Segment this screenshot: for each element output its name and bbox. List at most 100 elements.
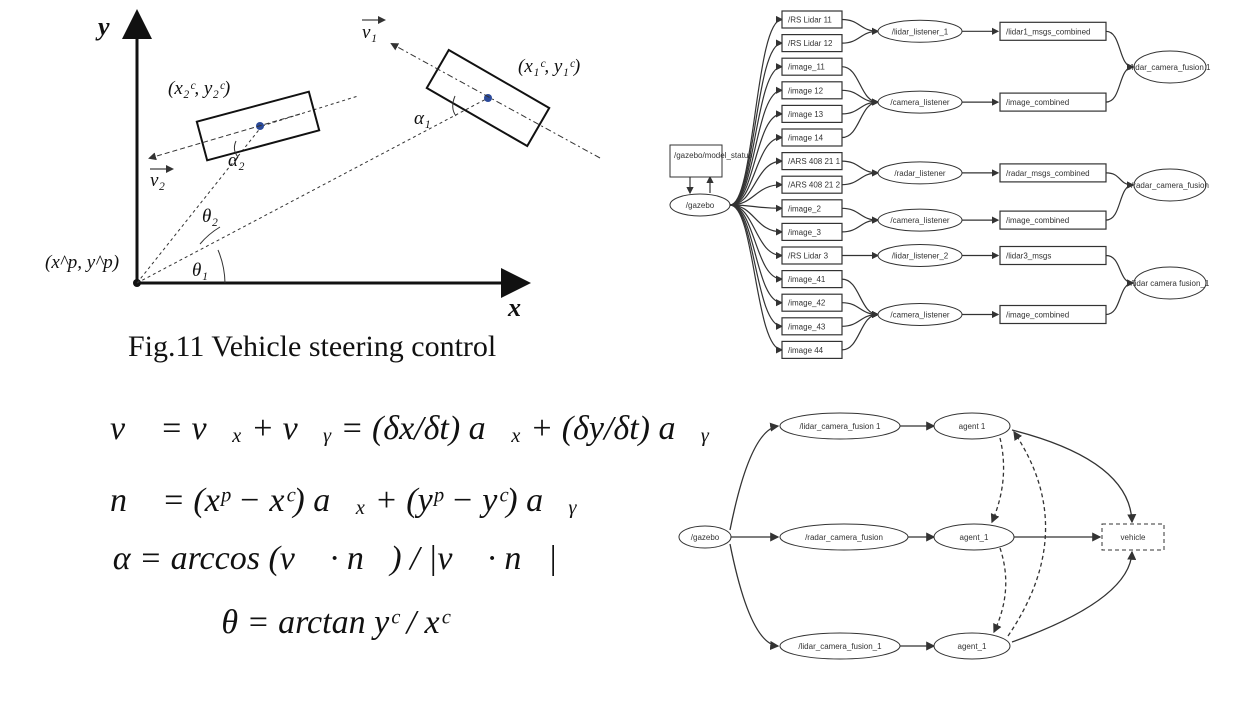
topic-node	[781, 222, 843, 241]
topic-node-label: /image_2	[788, 204, 821, 213]
vehicle-node	[1101, 523, 1165, 551]
agent-node-3	[933, 632, 1011, 660]
equation-velocity: v⃗ = v⃗ₓ + v⃗ᵧ = (δx/δt) a⃗ₓ + (δy/δt) a…	[110, 410, 710, 447]
topic-node-label: /RS Lidar 12	[788, 39, 833, 48]
listener-node	[877, 161, 963, 185]
gazebo-node-label: /gazebo	[686, 201, 715, 210]
gazebo-node	[669, 193, 731, 217]
agent-node-3-label: agent_1	[958, 642, 987, 651]
gazebo-node-2-label: /gazebo	[691, 533, 720, 542]
origin-label: (x^p, y^p)	[45, 252, 119, 273]
fusion-node	[1133, 50, 1207, 84]
combined-node	[999, 163, 1107, 183]
combined-node-label: /lidar3_msgs	[1006, 252, 1051, 261]
theta1-arc	[217, 249, 226, 284]
alpha1-label: α₁	[414, 108, 431, 129]
theta1-label: θ₁	[192, 260, 208, 281]
figure-caption: Fig.11 Vehicle steering control	[128, 330, 497, 363]
fusion-node-2	[779, 523, 909, 551]
fusion-node-2-label: /radar_camera_fusion	[805, 533, 883, 542]
fusion-node-1-label: /lidar_camera_fusion 1	[800, 422, 881, 431]
topic-node-label: /image_11	[788, 63, 825, 72]
topic-node-label: /image_41	[788, 275, 826, 284]
topic-node	[781, 57, 843, 76]
theta2-arc	[199, 226, 221, 245]
fusion-node-label: /lidar_camera_fusion 1	[1130, 63, 1211, 72]
agent-node-1-label: agent 1	[959, 422, 986, 431]
listener-node-label: /camera_listener	[890, 311, 949, 320]
topic-node-label: /image_43	[788, 322, 826, 331]
line-v2-to-v1	[261, 95, 359, 127]
combined-node-label: /radar_msgs_combined	[1006, 169, 1090, 178]
fusion-node-1	[779, 412, 901, 440]
fusion-node-label: /radar_camera_fusion	[1131, 181, 1209, 190]
alpha2-label: α₂	[228, 150, 245, 171]
combined-node	[999, 245, 1107, 266]
agent-node-2-label: agent_1	[960, 533, 989, 542]
topic-node-label: /image 14	[788, 134, 824, 143]
ros-graph-agents: /gazebo /lidar_camera_fusion 1 /radar_ca…	[678, 412, 1165, 660]
y-axis-label: y	[95, 12, 110, 41]
line-to-vehicle1	[136, 97, 489, 284]
vehicle2-body	[195, 90, 321, 162]
topic-node	[781, 340, 843, 359]
vehicle-node-label: vehicle	[1121, 533, 1146, 542]
fusion-node-label: /lidar camera fusion_1	[1131, 279, 1210, 288]
fusion-node-3-label: /lidar_camera_fusion_1	[798, 642, 882, 651]
listener-node-label: /lidar_listener_1	[892, 27, 949, 36]
topic-node	[781, 34, 843, 53]
equation-normal: n⃗ = (xᵖ − xᶜ) a⃗ₓ + (yᵖ − yᶜ) a⃗ᵧ	[110, 482, 578, 519]
equations: v⃗ = v⃗ₓ + v⃗ᵧ = (δx/δt) a⃗ₓ + (δy/δt) a…	[110, 390, 710, 680]
agent-node-1	[933, 412, 1011, 440]
topic-node-label: /image 13	[788, 110, 824, 119]
combined-node-label: /image_combined	[1006, 98, 1069, 107]
combined-node	[999, 210, 1107, 230]
listener-node	[877, 244, 963, 267]
topic-node	[781, 81, 843, 100]
topic-node-label: /image 12	[788, 86, 824, 95]
topic-node	[781, 10, 843, 29]
theta2-label: θ₂	[202, 206, 218, 227]
listener-node	[877, 208, 963, 232]
fusion-node	[1133, 168, 1207, 202]
combined-node-label: /image_combined	[1006, 311, 1069, 320]
vehicle1-velocity-arrow	[390, 43, 601, 159]
listener-node	[877, 19, 963, 43]
topic-node-label: /image 44	[788, 346, 824, 355]
gazebo-node-2	[678, 525, 732, 549]
listener-node-label: /camera_listener	[890, 98, 949, 107]
agent-node-2	[933, 523, 1015, 551]
topic-node-label: /image_3	[788, 228, 821, 237]
topic-node	[781, 128, 843, 147]
topic-node	[781, 175, 843, 194]
topic-node	[781, 152, 843, 171]
vehicle1-velocity-label: v₁	[362, 22, 377, 43]
combined-node	[999, 21, 1107, 41]
topic-node-label: /image_42	[788, 299, 826, 308]
status-node-label: /gazebo/model_status	[674, 151, 752, 160]
alpha2-arc	[233, 140, 239, 158]
topic-node	[781, 104, 843, 124]
steering-diagram: y x (x^p, y^p) (x₂ᶜ, y₂ᶜ) v₂ α₂ (x₁ᶜ, y₁…	[45, 9, 601, 322]
fusion-node	[1133, 266, 1207, 300]
x-axis-label: x	[507, 293, 521, 322]
status-node	[669, 144, 723, 178]
vehicle2-velocity-label: v₂	[150, 170, 165, 191]
topic-node	[781, 246, 843, 265]
equation-alpha: α = arccos (v⃗ · n⃗) / |v⃗ · n⃗|	[112, 540, 558, 577]
equation-theta: θ = arctan yᶜ / xᶜ	[221, 604, 449, 641]
topic-node	[781, 317, 843, 336]
listener-node	[877, 90, 963, 114]
listener-node-label: /lidar_listener_2	[892, 252, 949, 261]
fusion-node-3	[779, 632, 901, 660]
listener-node	[877, 303, 963, 326]
topic-node-label: /ARS 408 21 2	[788, 181, 841, 190]
vehicle1-coord-label: (x₁ᶜ, y₁ᶜ)	[518, 56, 580, 77]
topic-node-label: /ARS 408 21 1	[788, 157, 841, 166]
combined-node	[999, 304, 1107, 325]
topic-node-label: /RS Lidar 11	[788, 16, 832, 25]
topic-node	[781, 199, 843, 218]
vehicle2-velocity-arrow	[148, 113, 301, 161]
vehicle2-coord-label: (x₂ᶜ, y₂ᶜ)	[168, 78, 230, 99]
combined-node-label: /image_combined	[1006, 216, 1069, 225]
